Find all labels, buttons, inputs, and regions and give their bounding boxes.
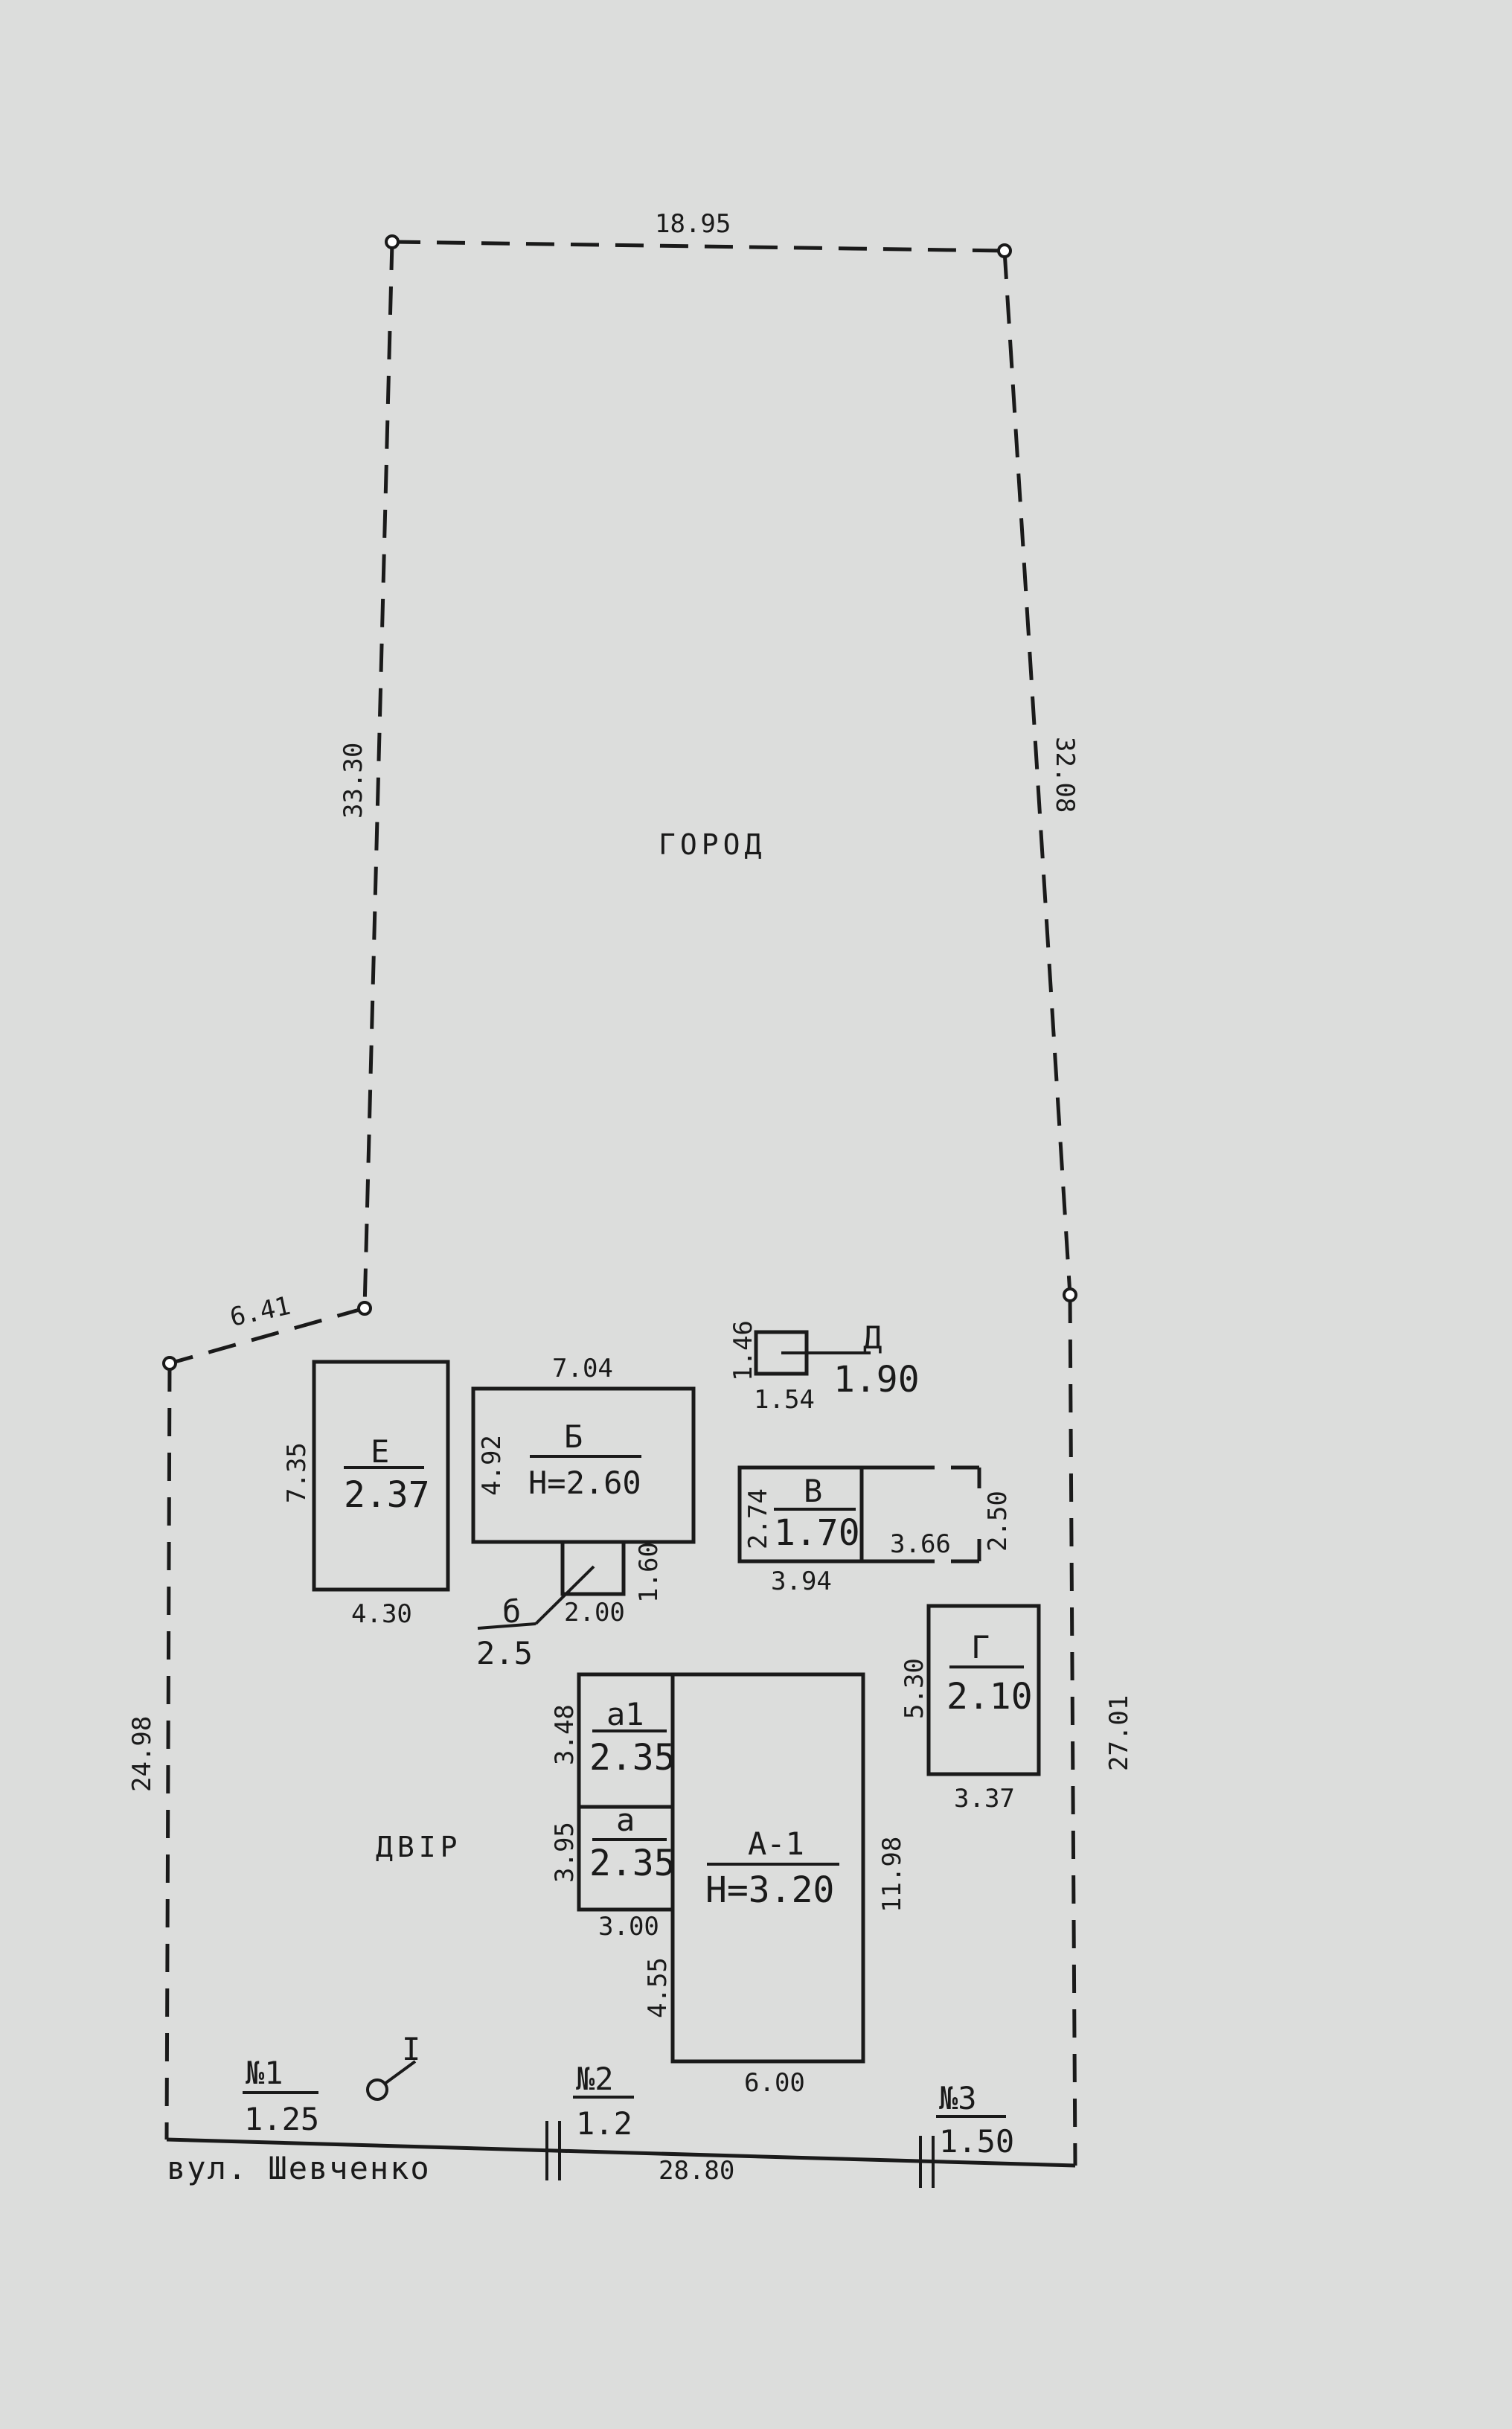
building-a1-letter: а1 <box>606 1696 644 1732</box>
porch-b: б 2.5 2.00 1.60 <box>476 1540 664 1671</box>
building-v-side-right: 2.50 <box>983 1491 1013 1552</box>
street-label: вул. Шевченко <box>167 2150 431 2186</box>
building-a-side: 3.95 <box>550 1822 580 1883</box>
building-g-height: 2.10 <box>946 1676 1033 1718</box>
street-ticks <box>545 2121 935 2188</box>
building-a-letter: а <box>616 1802 635 1838</box>
building-b-top: 7.04 <box>552 1354 613 1383</box>
building-a-annex: а 2.35 3.95 3.00 <box>550 1802 676 1942</box>
building-d-letter: Д <box>863 1319 882 1356</box>
building-d: Д 1.90 1.46 1.54 <box>728 1319 920 1415</box>
building-g-bottom: 3.37 <box>954 1784 1015 1814</box>
building-v-height: 1.70 <box>774 1512 860 1554</box>
marker-2-value: 1.2 <box>576 2105 632 2142</box>
building-a-height: 2.35 <box>589 1843 676 1884</box>
building-e: Е 2.37 7.35 4.30 <box>282 1360 450 1629</box>
lot-boundary <box>162 234 1077 2168</box>
building-b: 7.04 Б Н=2.60 4.92 <box>471 1354 696 1544</box>
building-a-1-bottom: 6.00 <box>744 2068 805 2098</box>
marker-2: №2 1.2 <box>573 2061 634 2142</box>
marker-3-value: 1.50 <box>939 2123 1014 2160</box>
building-v-letter: В <box>804 1473 822 1509</box>
porch-b-height: 2.5 <box>476 1635 533 1671</box>
porch-b-width: 2.00 <box>564 1598 625 1628</box>
dim-diagonal: 6.41 <box>228 1291 293 1333</box>
building-g-side: 5.30 <box>900 1658 929 1719</box>
building-a-1-letter: А-1 <box>748 1825 804 1862</box>
building-a1-height: 2.35 <box>589 1737 676 1779</box>
corner-point <box>385 234 400 249</box>
building-a-1-left-lower: 4.55 <box>643 1957 673 2018</box>
well-marker: I <box>366 2031 420 2101</box>
marker-3-num: №3 <box>939 2080 977 2116</box>
building-g-letter: Г <box>971 1629 990 1665</box>
building-a1-side: 3.48 <box>550 1704 580 1765</box>
corner-point <box>1063 1287 1077 1302</box>
building-e-side: 7.35 <box>282 1442 312 1503</box>
corner-point <box>997 243 1012 258</box>
well-mark-label: I <box>402 2031 420 2067</box>
building-b-height: Н=2.60 <box>528 1465 641 1501</box>
building-v-bottom: 3.94 <box>771 1566 832 1596</box>
marker-3: №3 1.50 <box>936 2080 1014 2160</box>
building-d-side: 1.46 <box>728 1320 758 1381</box>
dim-top: 18.95 <box>655 209 731 239</box>
building-b-side: 4.92 <box>477 1435 507 1496</box>
building-a-1-height: Н=3.20 <box>705 1869 834 1911</box>
porch-b-letter: б <box>502 1593 521 1630</box>
dim-right-upper: 32.08 <box>1050 737 1080 813</box>
building-a1-annex: а1 2.35 3.48 <box>550 1672 676 1809</box>
building-e-height: 2.37 <box>344 1474 430 1516</box>
building-v-side-left: 2.74 <box>743 1488 773 1549</box>
corner-point <box>357 1301 372 1316</box>
marker-2-num: №2 <box>576 2061 614 2097</box>
marker-1: №1 1.25 <box>243 2055 319 2137</box>
building-v: В 1.70 2.74 3.94 3.66 2.50 <box>737 1465 1013 1596</box>
building-v-inner: 3.66 <box>890 1529 951 1559</box>
building-a-1-main: А-1 Н=3.20 11.98 4.55 6.00 <box>643 1672 907 2098</box>
dim-street-front: 28.80 <box>659 2156 734 2186</box>
building-b-letter: Б <box>564 1418 583 1455</box>
dim-right-lower: 27.01 <box>1104 1695 1134 1771</box>
yard-label: ДВІР <box>376 1831 462 1863</box>
building-a-1-right: 11.98 <box>877 1837 907 1913</box>
marker-1-num: №1 <box>246 2055 284 2091</box>
porch-b-depth: 1.60 <box>634 1542 664 1603</box>
marker-1-value: 1.25 <box>244 2101 319 2137</box>
corner-point <box>162 1356 177 1371</box>
building-e-bottom: 4.30 <box>351 1599 412 1629</box>
building-a-bottom: 3.00 <box>598 1912 659 1942</box>
dim-left-upper: 33.30 <box>339 743 368 819</box>
building-g: Г 2.10 5.30 3.37 <box>900 1604 1041 1814</box>
garden-label: ГОРОД <box>659 828 766 861</box>
building-e-letter: Е <box>371 1433 389 1470</box>
dim-left-lower: 24.98 <box>127 1716 157 1792</box>
building-d-bottom: 1.54 <box>754 1385 815 1415</box>
building-d-height: 1.90 <box>833 1359 920 1401</box>
